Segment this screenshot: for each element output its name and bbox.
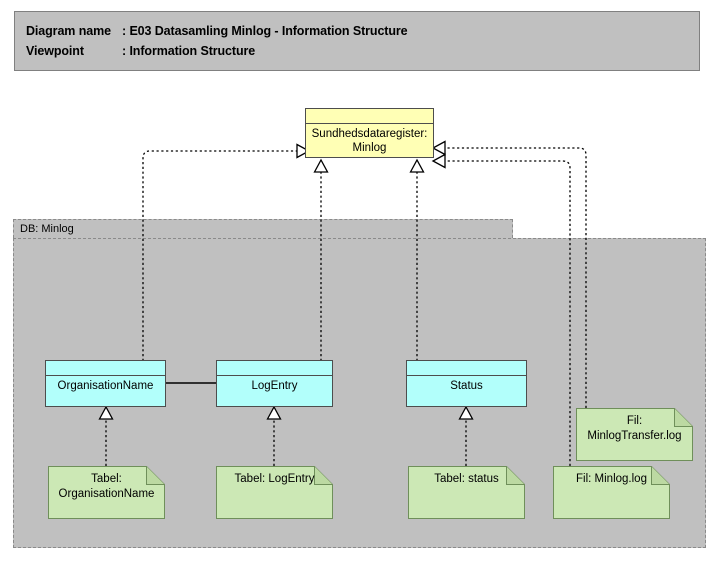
node-label-sundhedsdataregister-minlog: Sundhedsdataregister: Minlog (311, 128, 428, 154)
node-label-tabel-status: Tabel: status (434, 473, 499, 485)
node-logentry[interactable]: LogEntry (216, 360, 333, 407)
node-label-organisationname: OrganisationName (57, 380, 154, 392)
viewpoint-label: Viewpoint (26, 44, 84, 58)
group-db-minlog-tab[interactable]: DB: Minlog (13, 219, 513, 238)
arrowhead-minloglog-to-registry (431, 153, 446, 169)
artifact-shape-icon (48, 466, 165, 519)
node-header-strip (46, 361, 165, 376)
node-label-tabel-organisationname: Tabel: OrganisationName (58, 473, 155, 500)
node-fil-minlogtransfer-log[interactable]: Fil: MinlogTransfer.log (576, 408, 693, 461)
node-status[interactable]: Status (406, 360, 527, 407)
diagram-name-separator: : (122, 24, 130, 38)
artifact-shape-icon (553, 466, 670, 519)
viewpoint-line: Viewpoint: Information Structure (26, 44, 255, 58)
node-organisationname[interactable]: OrganisationName (45, 360, 166, 407)
diagram-name-line: Diagram name: E03 Datasamling Minlog - I… (26, 24, 408, 38)
node-label-fil-minlog-log: Fil: Minlog.log (576, 473, 647, 485)
arrowhead-logentry-to-registry (313, 158, 329, 173)
node-fil-minlog-log[interactable]: Fil: Minlog.log (553, 466, 670, 519)
artifact-shape-icon (408, 466, 525, 519)
node-sundhedsdataregister-minlog[interactable]: Sundhedsdataregister: Minlog (305, 108, 434, 158)
node-header-strip (306, 109, 433, 124)
node-tabel-status[interactable]: Tabel: status (408, 466, 525, 519)
node-tabel-logentry[interactable]: Tabel: LogEntry (216, 466, 333, 519)
group-db-minlog-label: DB: Minlog (20, 223, 74, 235)
arrowhead-minlogtransfer-to-registry (431, 140, 446, 156)
arrowhead-status-to-registry (409, 158, 425, 173)
node-label-tabel-logentry: Tabel: LogEntry (234, 473, 315, 485)
diagram-name-label: Diagram name (26, 24, 111, 38)
node-header-strip (407, 361, 526, 376)
node-label-status: Status (450, 380, 483, 392)
node-tabel-organisationname[interactable]: Tabel: OrganisationName (48, 466, 165, 519)
node-label-logentry: LogEntry (251, 380, 298, 392)
node-label-fil-minlogtransfer-log: Fil: MinlogTransfer.log (587, 415, 682, 442)
viewpoint-value: Information Structure (129, 44, 256, 58)
artifact-shape-icon (576, 408, 693, 461)
node-header-strip (217, 361, 332, 376)
viewpoint-separator: : (122, 44, 130, 58)
diagram-title-banner: Diagram name: E03 Datasamling Minlog - I… (14, 11, 700, 71)
artifact-shape-icon (216, 466, 333, 519)
diagram-name-value: E03 Datasamling Minlog - Information Str… (129, 24, 408, 38)
